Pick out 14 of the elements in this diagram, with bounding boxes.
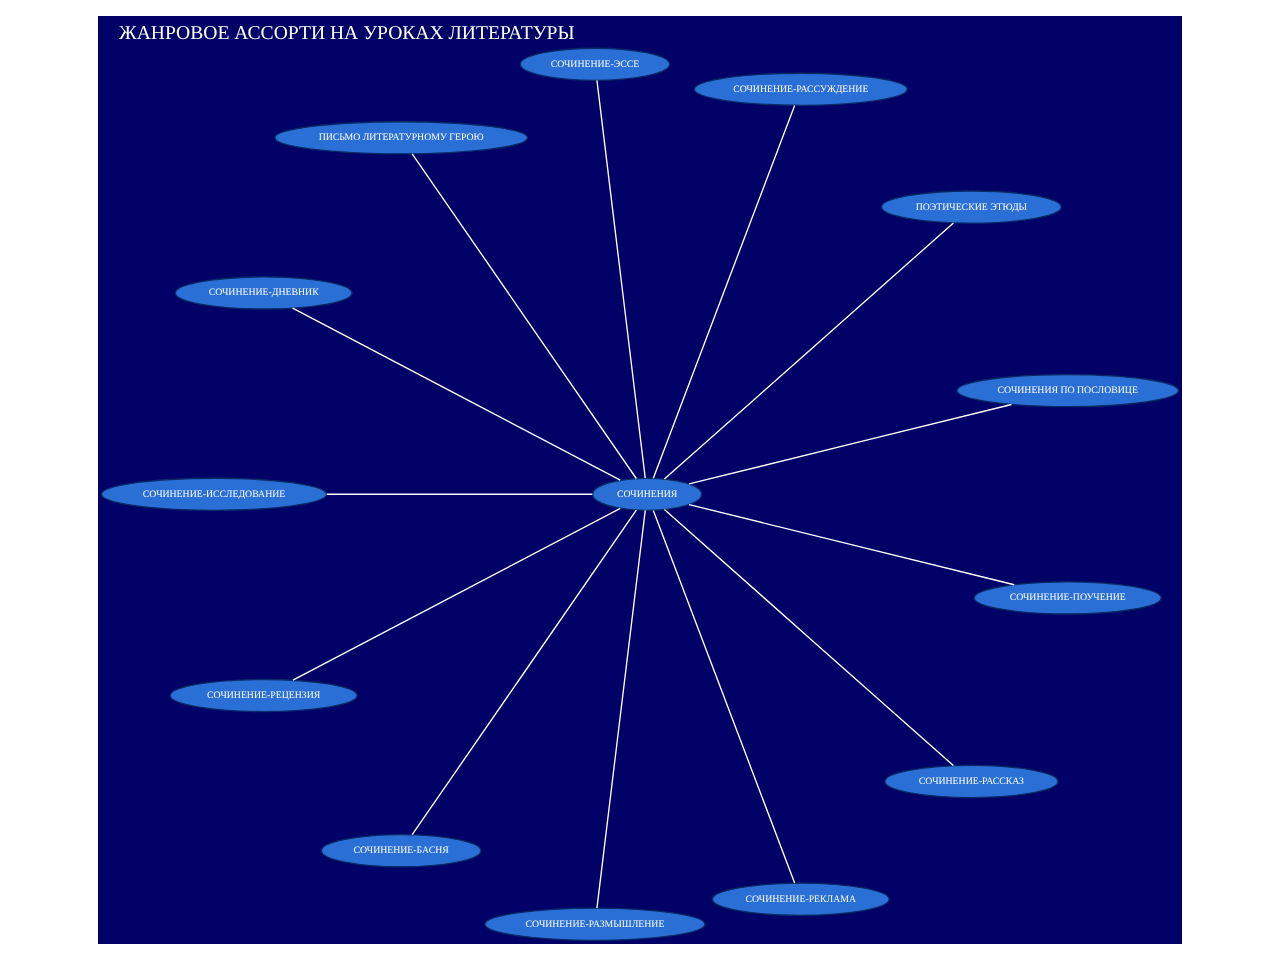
connector xyxy=(292,307,621,481)
connector xyxy=(292,507,621,681)
connector xyxy=(411,153,637,480)
connector xyxy=(596,509,646,909)
connector xyxy=(688,503,1015,586)
connector xyxy=(663,222,955,480)
connector xyxy=(326,493,593,495)
connector xyxy=(652,104,796,479)
connector xyxy=(596,79,646,479)
diagram-title: ЖАНРОВОЕ АССОРТИ НА УРОКАХ ЛИТЕРАТУРЫ xyxy=(119,22,575,45)
connector xyxy=(411,509,637,836)
connector xyxy=(652,509,796,884)
connector xyxy=(688,403,1013,485)
connector xyxy=(663,508,955,767)
